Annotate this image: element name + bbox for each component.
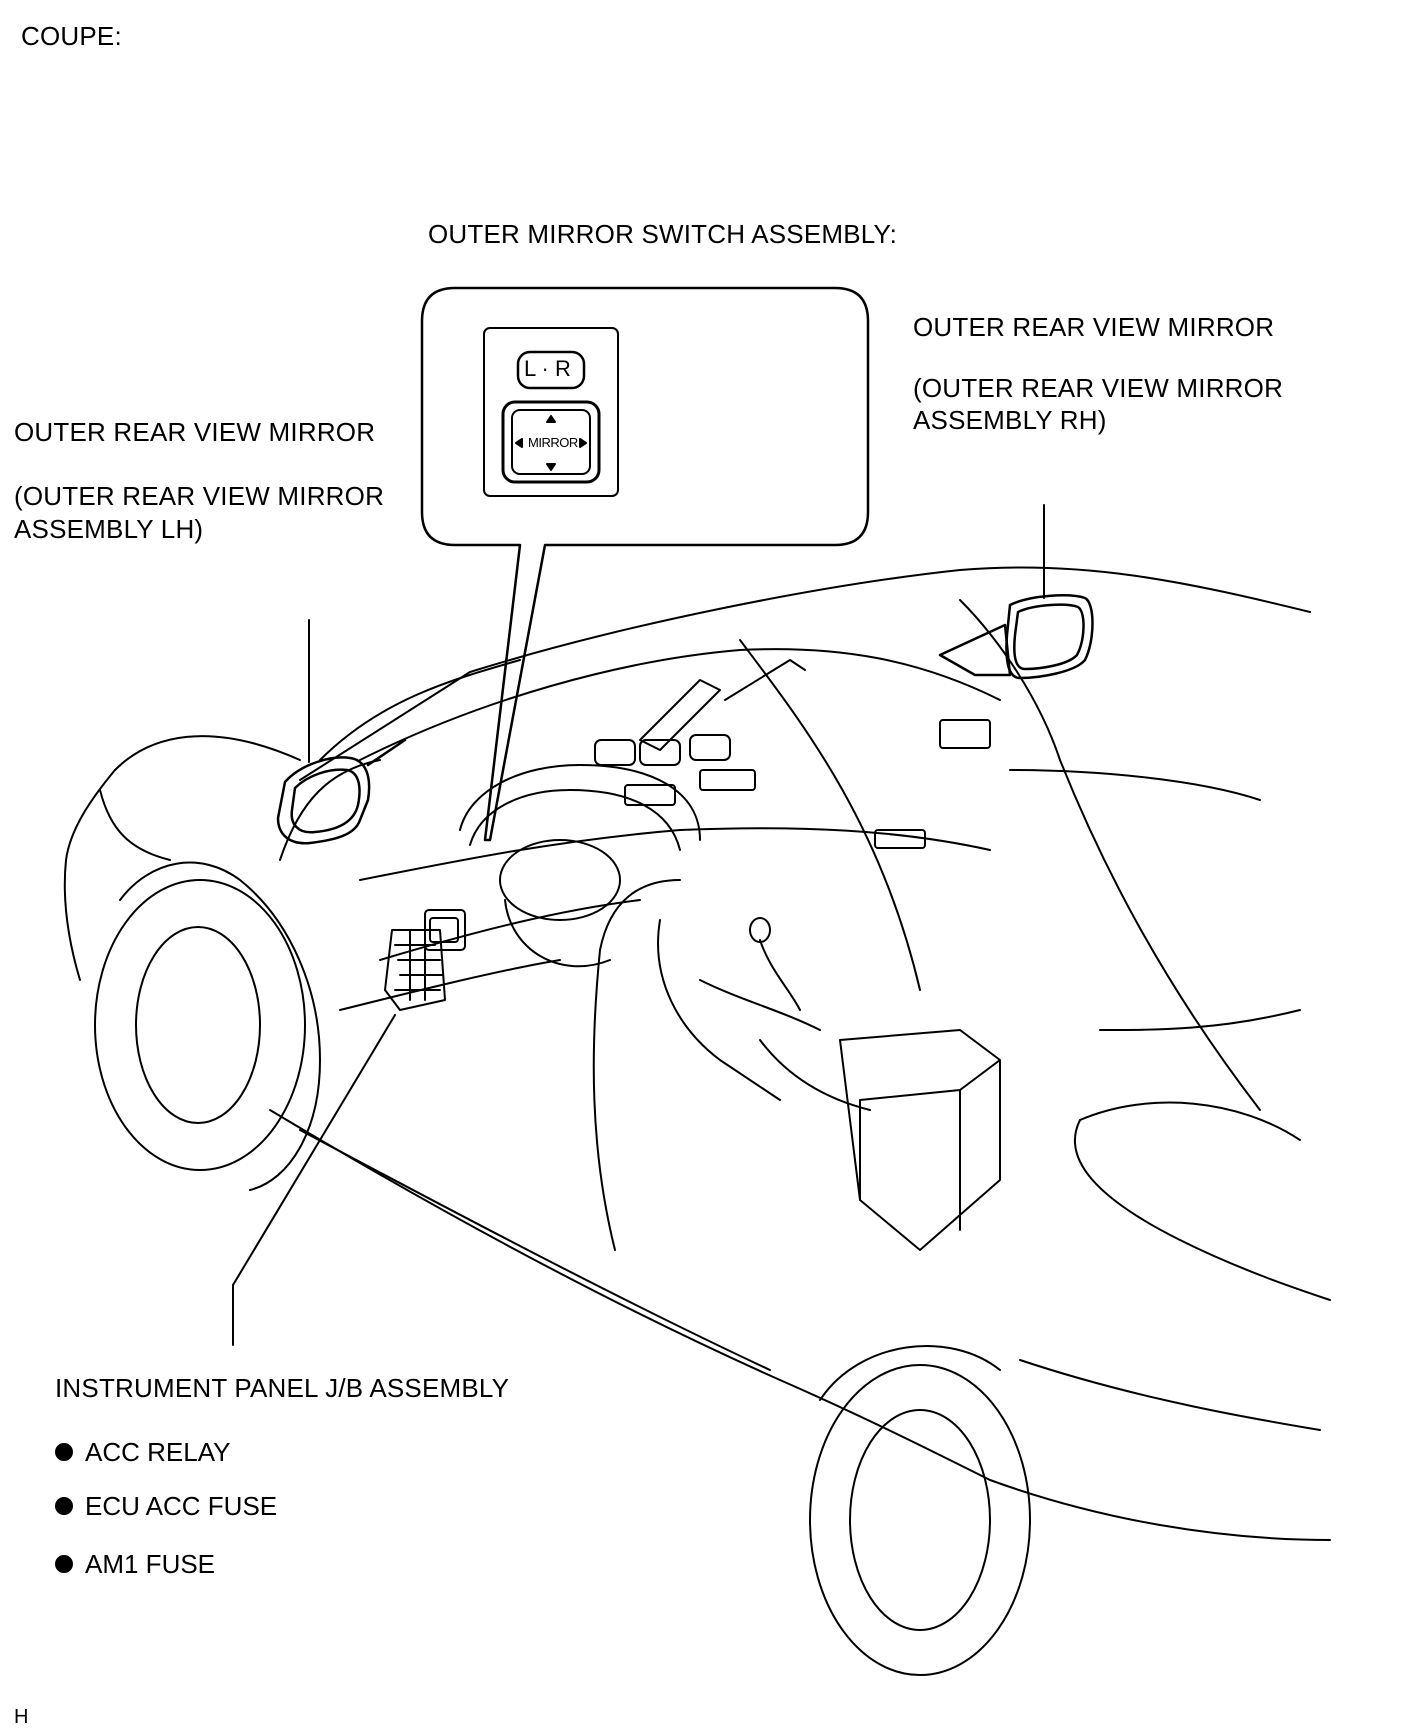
mirror-rh-shape <box>940 595 1093 678</box>
jb-item-label: ACC RELAY <box>85 1437 231 1467</box>
jb-item: AM1 FUSE <box>55 1548 215 1580</box>
mirror-lh-sub-2: ASSEMBLY LH) <box>14 514 204 544</box>
switch-callout-box <box>422 288 868 840</box>
view-label: COUPE: <box>21 21 122 51</box>
leader-lines <box>233 505 1044 1345</box>
mirror-lh-name: OUTER REAR VIEW MIRROR <box>14 417 376 447</box>
bullet-icon <box>55 1497 73 1515</box>
mirror-lh-sub-1: (OUTER REAR VIEW MIRROR <box>14 481 385 511</box>
jb-and-switch-in-car <box>385 910 465 1010</box>
mirror-rh-sub-2: ASSEMBLY RH) <box>913 405 1107 435</box>
bullet-icon <box>55 1443 73 1461</box>
jb-item-label: AM1 FUSE <box>85 1549 216 1579</box>
mirror-rh-sub-1: (OUTER REAR VIEW MIRROR <box>913 373 1284 403</box>
jb-item-label: ECU ACC FUSE <box>85 1491 278 1521</box>
bullet-icon <box>55 1555 73 1573</box>
jb-item: ECU ACC FUSE <box>55 1490 277 1522</box>
switch-callout-title: OUTER MIRROR SWITCH ASSEMBLY: <box>428 219 898 249</box>
jb-item: ACC RELAY <box>55 1436 230 1468</box>
mirror-lh-shape <box>278 740 405 843</box>
lr-button-label: L · R <box>524 356 571 381</box>
mirror-pad-label: MIRROR <box>528 435 578 450</box>
jb-name: INSTRUMENT PANEL J/B ASSEMBLY <box>55 1373 510 1403</box>
mirror-rh-name: OUTER REAR VIEW MIRROR <box>913 312 1275 342</box>
footer-code: H <box>14 1706 29 1728</box>
